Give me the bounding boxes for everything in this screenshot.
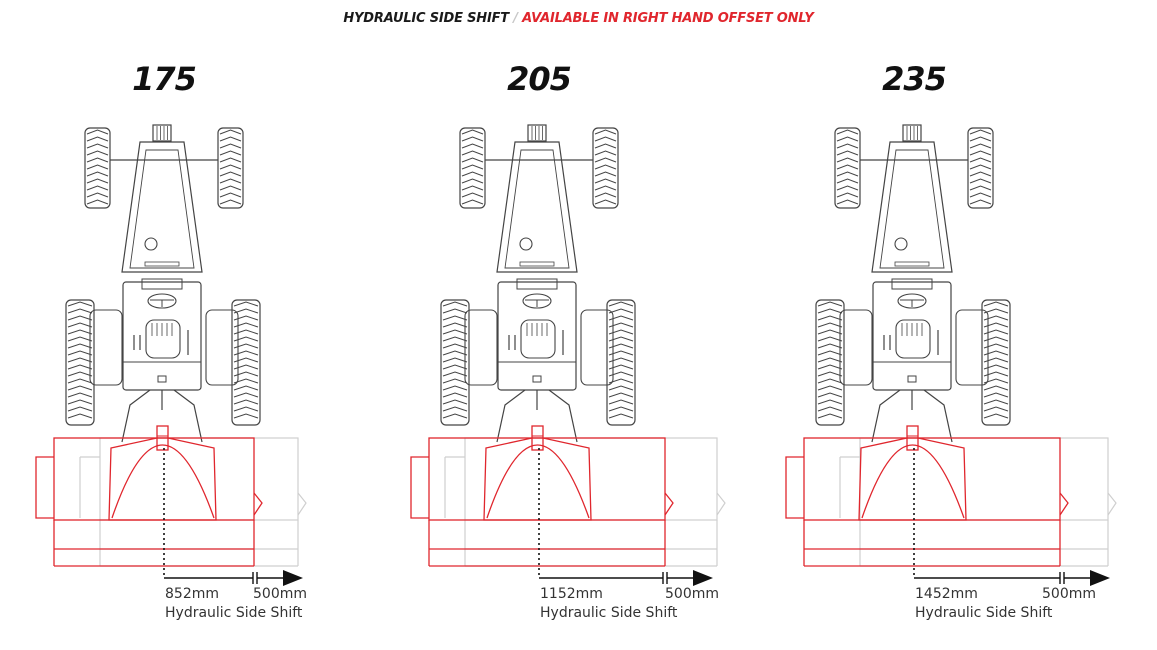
shifted-mower-outline — [839, 437, 1117, 567]
page-header: HYDRAULIC SIDE SHIFT / AVAILABLE IN RIGH… — [0, 11, 1157, 26]
mower-outline — [35, 425, 263, 567]
tractor-outline — [440, 124, 636, 443]
model-235-panel: 235 1452mm 500mm Hydraulic Side Shift — [750, 0, 1125, 650]
dimension-arrows — [913, 448, 1110, 586]
shift-label: Hydraulic Side Shift — [165, 605, 303, 621]
model-name: 175 — [132, 60, 197, 98]
shifted-mower-outline — [79, 437, 307, 567]
model-175-panel: 175 852mm 500mm Hydraulic Side Shift — [0, 0, 375, 650]
offset-label: 500mm — [253, 586, 307, 602]
model-name: 205 — [507, 60, 572, 98]
shift-label: Hydraulic Side Shift — [540, 605, 678, 621]
mower-outline — [410, 425, 674, 567]
tractor-diagram-205 — [410, 124, 726, 586]
tractor-outline — [815, 124, 1011, 443]
dimension-arrows — [538, 448, 713, 586]
tractor-diagram-235 — [785, 124, 1117, 586]
offset-label: 500mm — [665, 586, 719, 602]
model-name: 235 — [882, 60, 947, 98]
offset-label: 500mm — [1042, 586, 1096, 602]
header-separator: / — [508, 11, 523, 26]
mower-outline — [785, 425, 1069, 567]
width-label: 1152mm — [540, 586, 603, 602]
header-title: HYDRAULIC SIDE SHIFT — [343, 11, 509, 26]
model-205-panel: 205 1152mm 500mm Hydraulic Side Shift — [375, 0, 750, 650]
width-label: 852mm — [165, 586, 219, 602]
tractor-diagram-175 — [35, 124, 307, 586]
shifted-mower-outline — [444, 437, 726, 567]
header-subtitle: AVAILABLE IN RIGHT HAND OFFSET ONLY — [522, 11, 814, 26]
dimension-arrows — [163, 448, 303, 586]
width-label: 1452mm — [915, 586, 978, 602]
shift-label: Hydraulic Side Shift — [915, 605, 1053, 621]
tractor-outline — [65, 124, 261, 443]
